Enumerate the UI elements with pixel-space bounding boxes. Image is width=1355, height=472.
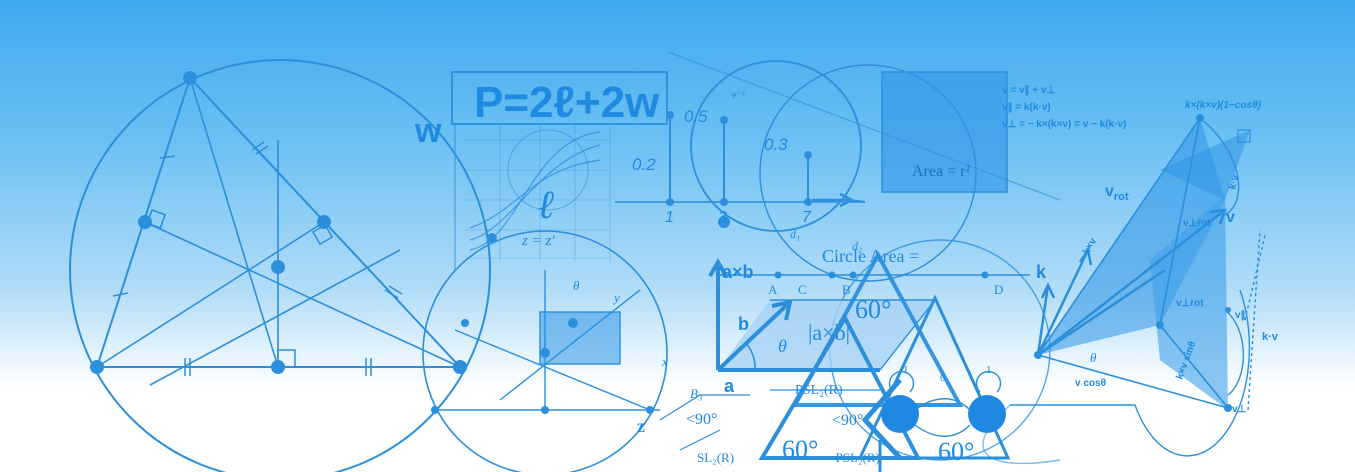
e-neg2-label: e⁻² <box>732 90 745 101</box>
tick-1: 1 <box>665 209 674 226</box>
point-d: D <box>994 282 1003 297</box>
width-label: w <box>414 112 442 150</box>
d1-label: d₁ <box>790 227 800 241</box>
node-zero: 0 <box>940 372 946 384</box>
sl2-label: SL₂(R) <box>697 450 734 465</box>
tick-7: 7 <box>802 209 812 226</box>
rotation-theta: θ <box>1090 350 1097 365</box>
rodrigues-line-3: v⊥ = − k×(k×v) = v − k(k·v) <box>1002 119 1126 130</box>
value-0-2: 0.2 <box>632 155 656 174</box>
angle-60-a: 60° <box>782 435 818 464</box>
angle-60-c: 60° <box>855 295 891 324</box>
a-cross-b-label: a×b <box>722 262 754 282</box>
value-0-3: 0.3 <box>764 135 788 154</box>
node-one-left: 1 <box>903 364 909 376</box>
vector-b-label: b <box>738 314 749 334</box>
lt90-first: <90° <box>686 411 717 428</box>
point-c: C <box>798 282 807 297</box>
v-label: v <box>1226 209 1235 226</box>
kv-side-label: k·v <box>1262 331 1279 343</box>
lt90-second: <90° <box>832 412 863 429</box>
node-one-right: 1 <box>986 364 992 376</box>
kxv-label: k×v <box>1081 236 1099 257</box>
triangle-circumcircle-figure <box>69 59 491 472</box>
z-equation: z = z′ <box>521 233 555 249</box>
kxkxv-label: k×(k×v)(1−cosθ) <box>1185 100 1262 111</box>
v-perp-rot-label: v⊥rot <box>1176 298 1204 309</box>
b3-label: B₃ <box>690 386 702 401</box>
rodrigues-line-1: v = v∥ + v⊥ <box>1002 85 1055 96</box>
area-square: Area = r² v = v∥ + v⊥ v∥ = k(k·v) v⊥ = −… <box>881 71 1126 193</box>
length-label: ℓ <box>538 182 555 227</box>
rodrigues-rotation-figure: k×(k×v)(1−cosθ) vrot v k k·v k×v k·v k×v… <box>982 100 1279 465</box>
axis-y: y <box>612 290 620 305</box>
axes-figure: y θ x z <box>422 230 668 472</box>
circle-area-label: Circle Area = <box>822 246 919 266</box>
v-rot-label: vrot <box>1105 183 1129 203</box>
point-a: A <box>768 282 778 297</box>
v-perp-label: v⊥ <box>1232 404 1247 415</box>
angle-theta: θ <box>778 336 787 356</box>
d2-label: d₂ <box>852 239 862 253</box>
axis-theta: θ <box>573 278 580 293</box>
group-theory-figure: B₃ <90° <90° PSL₂(R) SL₂(R) = PSL₂(R) 1 … <box>659 250 1011 472</box>
point-b: B <box>842 282 851 297</box>
cross-product-figure: a×b |a×b| b θ a <box>708 257 936 396</box>
rodrigues-line-2: v∥ = k(k·v) <box>1002 102 1051 113</box>
vector-a-label: a <box>724 376 735 396</box>
k-label: k <box>1036 262 1047 282</box>
tick-3: 3 <box>718 209 727 226</box>
axis-z: z <box>637 416 645 436</box>
v-par-label: v∥ <box>1235 310 1246 321</box>
kv-rotated-label: k·v <box>1227 174 1241 191</box>
axis-x: x <box>661 354 668 369</box>
perimeter-formula-panel: P=2ℓ+2w w ℓ z = z′ <box>414 71 668 270</box>
value-0-5: 0.5 <box>684 107 708 126</box>
angle-60-b: 60° <box>938 437 974 466</box>
perimeter-formula: P=2ℓ+2w <box>474 78 660 127</box>
v-perp-rot-top-label: v⊥rot <box>1183 218 1211 229</box>
v-cos-label: v cosθ <box>1075 378 1106 389</box>
area-formula: Area = r² <box>912 163 970 180</box>
